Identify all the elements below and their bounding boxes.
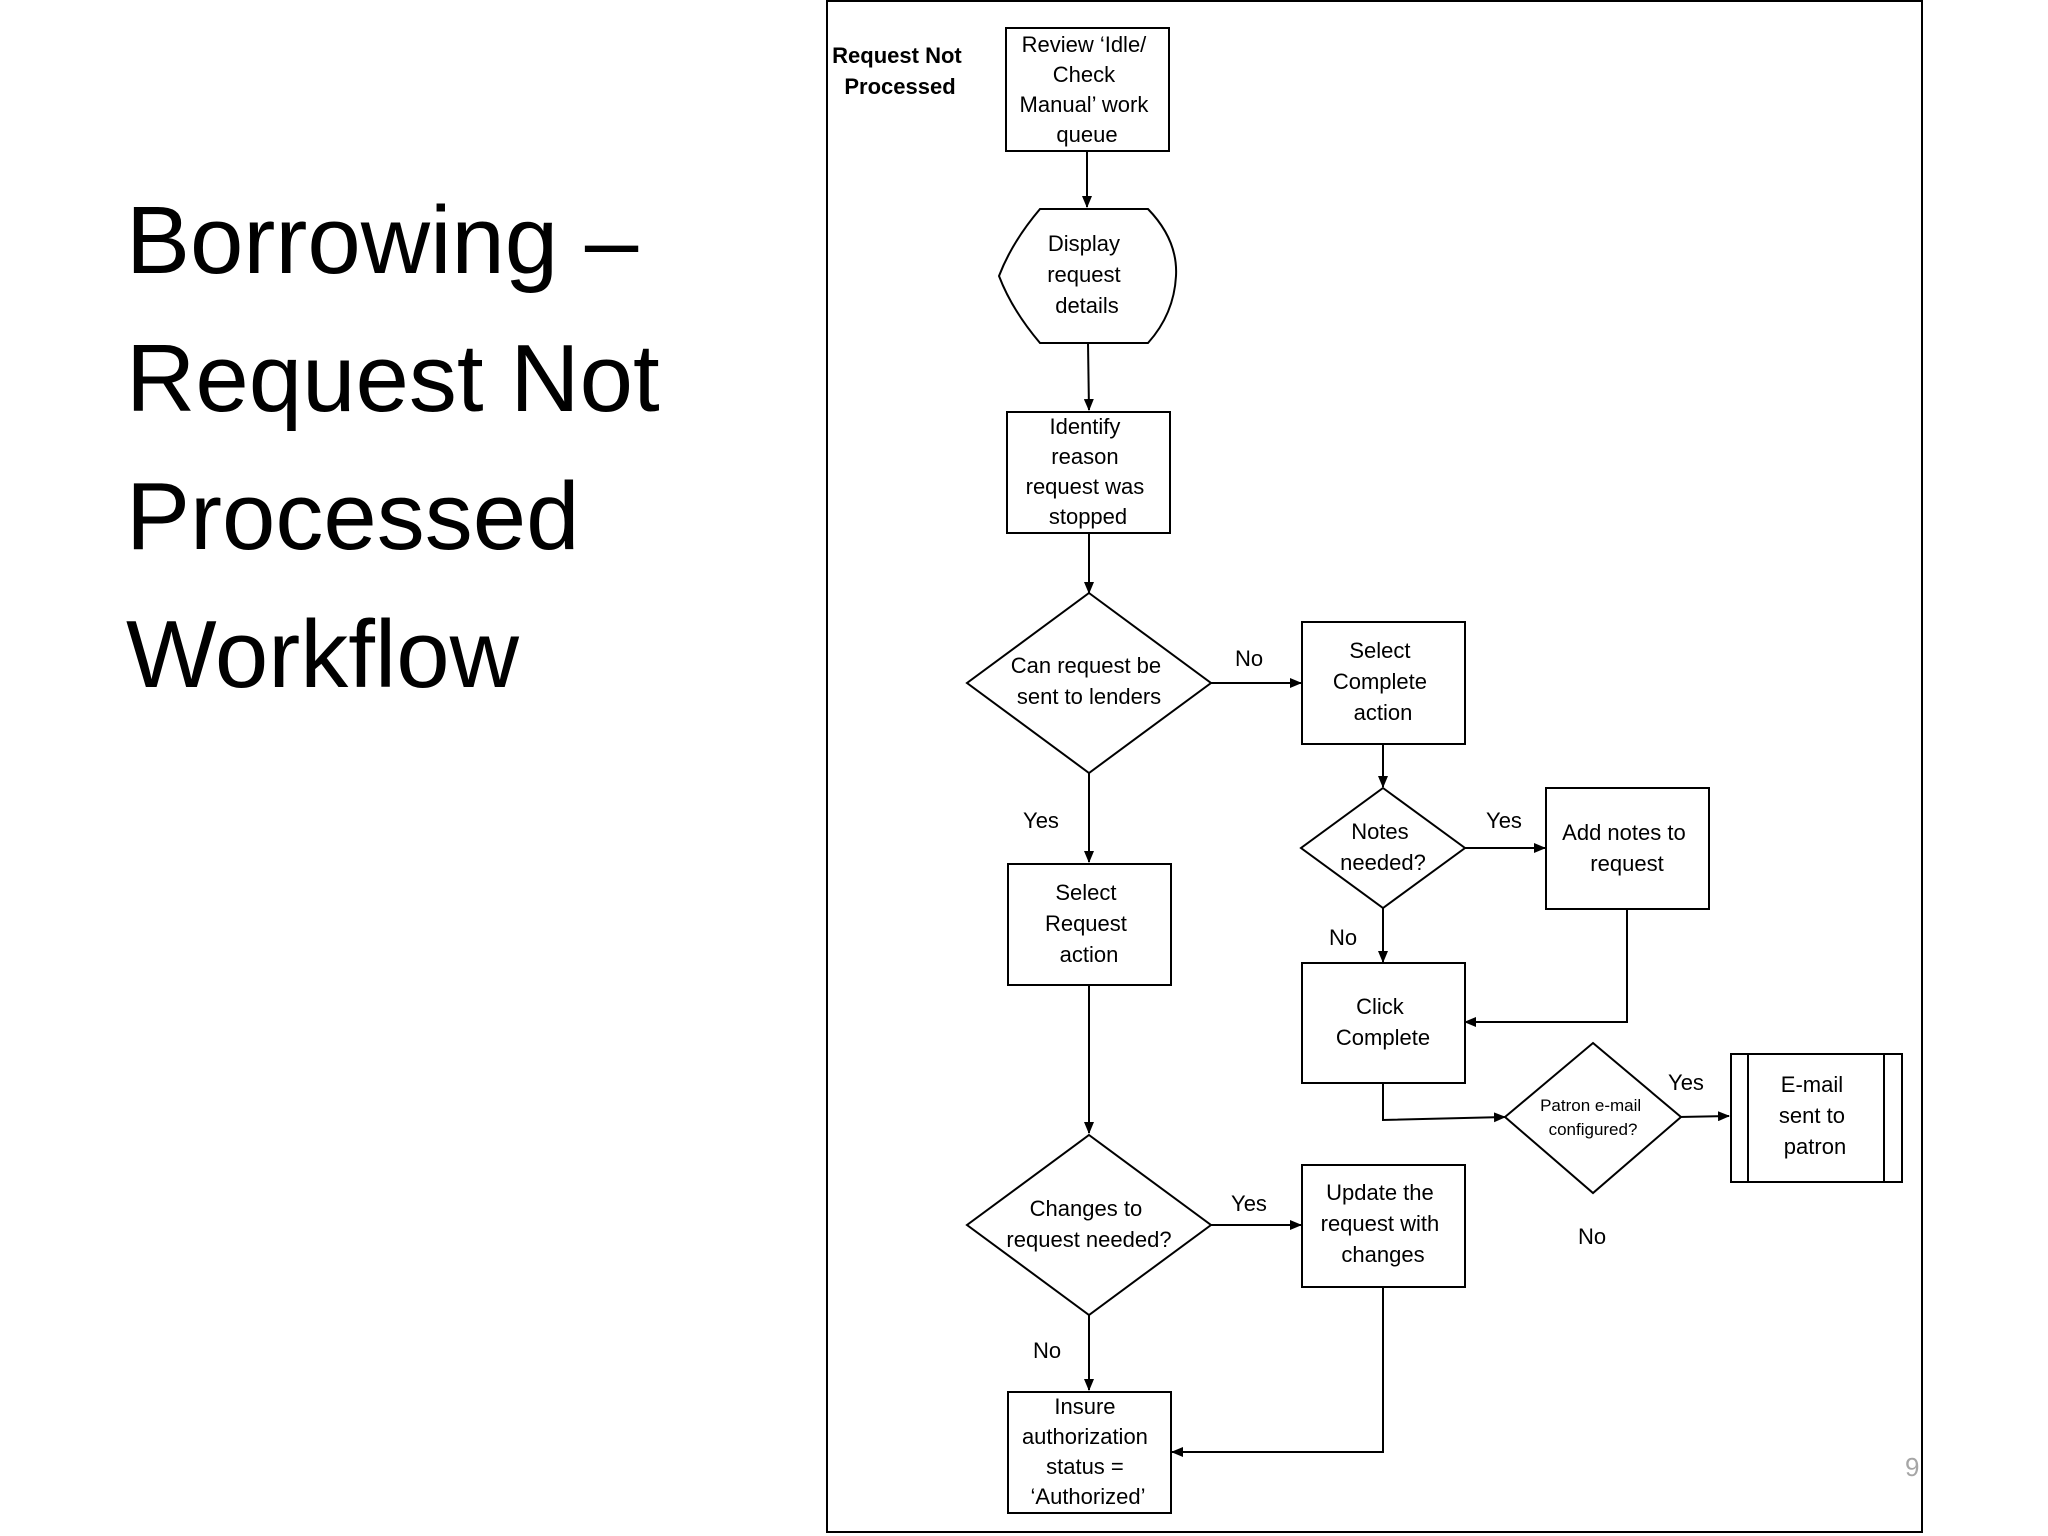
edge-update-to-insure [1171, 1287, 1384, 1457]
node-text: Complete [1336, 1025, 1430, 1050]
node-update-request: Update the request with changes [1301, 1164, 1466, 1288]
node-text: action [1060, 942, 1119, 967]
edge-display-to-identify [1083, 342, 1094, 411]
svg-text:Review ‘Idle/ Check: Review ‘Idle/ Check Manual’ work queue [1020, 32, 1155, 147]
node-text: Changes to [1030, 1196, 1143, 1221]
node-text: Review ‘Idle/ [1022, 32, 1148, 57]
node-text: Manual’ work [1020, 92, 1150, 117]
node-text: request [1590, 851, 1663, 876]
svg-text:Select Complete ac: Select Complete action [1333, 638, 1433, 725]
lane-label-line: Processed [844, 74, 955, 99]
node-text: E-mail [1781, 1072, 1843, 1097]
node-email-sent: E-mail sent to patron [1730, 1053, 1903, 1183]
node-text: changes [1341, 1242, 1424, 1267]
decision-notes-needed: Notes needed? [1299, 786, 1467, 910]
node-review-queue: Review ‘Idle/ Check Manual’ work queue [1005, 27, 1170, 152]
node-text: request [1047, 262, 1120, 287]
node-text: Check [1053, 62, 1116, 87]
node-insure-authorization: Insure authorization status = ‘Authorize… [1007, 1391, 1172, 1514]
decision-changes-needed: Changes to request needed? [965, 1133, 1213, 1317]
flowchart-frame [826, 0, 1923, 1533]
node-text: Identify [1049, 414, 1120, 439]
node-text: sent to lenders [1017, 684, 1161, 709]
lane-label-line: Request Not [832, 43, 962, 68]
node-add-notes: Add notes to request [1545, 787, 1710, 910]
node-select-complete: Select Complete action [1301, 621, 1466, 745]
edge-label-can-send-yes: Yes [1023, 808, 1059, 833]
node-text: reason [1051, 444, 1118, 469]
edge-label-changes-yes: Yes [1231, 1191, 1267, 1216]
edge-label-can-send-no: No [1235, 646, 1263, 671]
node-text: Click [1356, 994, 1405, 1019]
node-text: details [1055, 293, 1119, 318]
edge-click-to-patron [1382, 1083, 1506, 1123]
node-text: Select [1349, 638, 1410, 663]
node-text: Can request be [1011, 653, 1161, 678]
node-display-details: Display request details [997, 208, 1178, 344]
node-text: Select [1055, 880, 1116, 905]
edge-label-notes-yes: Yes [1486, 808, 1522, 833]
decision-can-send: Can request be sent to lenders [965, 591, 1213, 775]
slide-title-line-2: Request Not [126, 325, 660, 432]
node-text: configured? [1549, 1120, 1638, 1139]
svg-text:Identify reason re: Identify reason request was stopped [1026, 414, 1151, 529]
node-text: sent to [1779, 1103, 1845, 1128]
edge-add-notes-to-click [1464, 908, 1628, 1027]
node-select-request: Select Request action [1007, 863, 1172, 986]
node-text: status = [1046, 1454, 1124, 1479]
slide-title-line-3: Processed [126, 463, 580, 570]
node-click-complete: Click Complete [1301, 962, 1466, 1084]
slide-title: Borrowing – Request Not Processed Workfl… [126, 172, 766, 724]
node-text: request needed? [1006, 1227, 1171, 1252]
svg-text:Patron e-mail configured: Patron e-mail configured? [1540, 1096, 1646, 1139]
decision-patron-email: Patron e-mail configured? [1503, 1041, 1683, 1195]
node-text: request was [1026, 474, 1145, 499]
slide-title-line-4: Workflow [126, 601, 519, 708]
node-text: Insure [1054, 1394, 1115, 1419]
node-text: ‘Authorized’ [1031, 1484, 1146, 1509]
edge-patron-yes [1678, 1111, 1730, 1122]
svg-text:Notes needed?: Notes needed? [1340, 819, 1426, 875]
svg-text:Display request de: Display request details [1047, 231, 1127, 318]
node-text: Display [1048, 231, 1120, 256]
page-number: 9 [1905, 1452, 1920, 1482]
node-text: authorization [1022, 1424, 1148, 1449]
node-text: patron [1784, 1134, 1846, 1159]
node-text: Notes [1351, 819, 1408, 844]
node-text: stopped [1049, 504, 1127, 529]
slide-title-line-1: Borrowing – [126, 187, 639, 294]
svg-text:E-mail sent to pat: E-mail sent to patron [1779, 1072, 1851, 1159]
node-text: queue [1056, 122, 1117, 147]
svg-text:Add notes to request: Add notes to request [1562, 820, 1692, 876]
node-text: Complete [1333, 669, 1427, 694]
svg-text:Update the request with: Update the request with changes [1321, 1180, 1446, 1267]
node-text: action [1354, 700, 1413, 725]
lane-label: Request Not Processed [832, 43, 968, 99]
node-identify-reason: Identify reason request was stopped [1006, 411, 1171, 534]
edge-label-changes-no: No [1033, 1338, 1061, 1363]
node-text: Update the [1326, 1180, 1434, 1205]
node-text: needed? [1340, 850, 1426, 875]
node-text: Request [1045, 911, 1127, 936]
svg-text:Insure authorization: Insure authorization status = ‘Authorize… [1022, 1394, 1154, 1509]
svg-text:Click Complete: Click Complete [1336, 994, 1430, 1050]
edge-label-patron-yes: Yes [1668, 1070, 1704, 1095]
node-text: Add notes to [1562, 820, 1686, 845]
edge-label-patron-no: No [1578, 1224, 1606, 1249]
edge-label-notes-no: No [1329, 925, 1357, 950]
svg-text:Can request be sent to l: Can request be sent to lenders [1011, 653, 1168, 709]
svg-text:Changes to request neede: Changes to request needed? [1006, 1196, 1171, 1252]
node-text: Patron e-mail [1540, 1096, 1641, 1115]
node-text: request with [1321, 1211, 1440, 1236]
svg-text:Select Request act: Select Request action [1045, 880, 1133, 967]
